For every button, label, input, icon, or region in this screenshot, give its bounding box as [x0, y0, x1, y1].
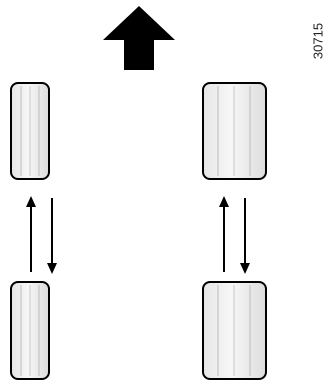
- figure-reference-number: 30715: [306, 6, 330, 76]
- tire-front-left: [10, 82, 50, 180]
- tire-rear-right: [202, 281, 267, 380]
- tire-front-right: [202, 82, 267, 180]
- tire-rear-left: [10, 281, 50, 380]
- arrow-up-icon: [103, 6, 175, 70]
- swap-arrows-left: [26, 196, 57, 274]
- swap-arrows-right: [219, 196, 250, 274]
- figure-reference-label: 30715: [310, 22, 326, 60]
